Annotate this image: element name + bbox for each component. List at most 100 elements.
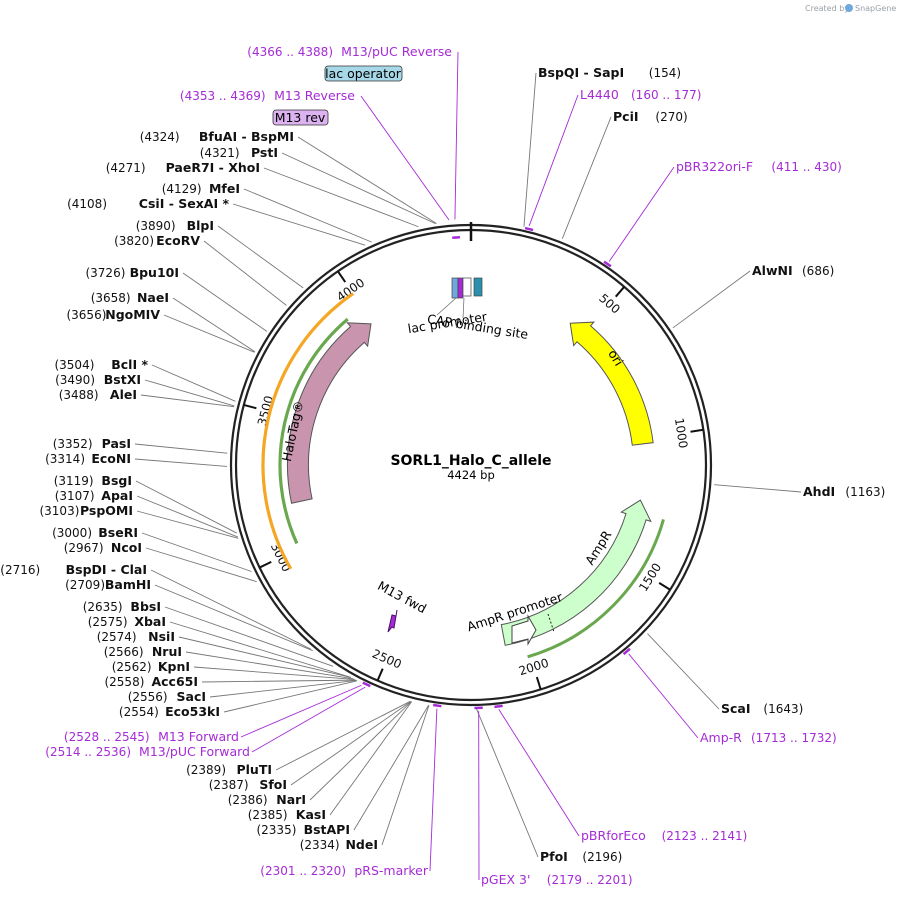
enzyme-name: NruI	[152, 644, 182, 659]
enzyme-name: BsgI	[101, 473, 132, 488]
tick-label: 500	[596, 291, 622, 317]
halotag-arrow	[287, 322, 372, 504]
m13-rev-tag-box	[272, 109, 329, 126]
enzyme-name: EcoNI	[91, 451, 131, 466]
m13-rev-tag[interactable]: M13 rev	[272, 109, 329, 126]
primer-name: L4440	[580, 87, 619, 102]
halotag-feature[interactable]: HaloTag®	[261, 292, 372, 570]
ori-feature[interactable]: ori	[569, 321, 654, 446]
leader-line	[608, 166, 675, 262]
enzyme-name: BbsI	[130, 599, 161, 614]
leader-line	[201, 679, 356, 683]
tick-mark	[376, 668, 384, 682]
enzyme-name: AleI	[110, 387, 137, 402]
lac-cluster[interactable]: lac promoter CAP binding site	[407, 277, 530, 342]
annotation-labels: BfuAI - BspMI(4324)PstI(4321)PaeR7I - Xh…	[0, 44, 885, 887]
snapgene-logo-icon	[845, 4, 853, 12]
enzyme-position: (3314)	[45, 452, 85, 466]
leader-line	[353, 705, 429, 831]
enzyme-name: BspQI - SapI	[538, 65, 624, 80]
primer-name: pGEX 3'	[481, 872, 530, 887]
primer-position: (4353 .. 4369)	[180, 89, 266, 103]
m13-fwd-feature[interactable]: M13 fwd	[375, 578, 429, 633]
primer-position: (411 .. 430)	[771, 160, 841, 174]
enzyme-name: SacI	[177, 689, 207, 704]
enzyme-position: (3352)	[53, 437, 93, 451]
ori-label: ori	[605, 347, 626, 369]
primer-site-mark	[524, 226, 534, 232]
enzyme-position: (4108)	[67, 197, 107, 211]
enzyme-position: (686)	[802, 264, 834, 278]
leader-line	[203, 240, 287, 306]
enzyme-name: BseRI	[98, 525, 138, 540]
leader-line	[523, 72, 537, 227]
leader-line	[144, 379, 235, 407]
leader-line	[360, 95, 450, 221]
m13-fwd-arrow	[387, 609, 398, 633]
enzyme-name: BclI *	[111, 357, 148, 372]
primer-name: M13 Reverse	[274, 88, 355, 103]
leader-line	[140, 394, 235, 408]
ampr-promoter-junction	[547, 613, 555, 633]
enzyme-position: (2566)	[104, 645, 144, 659]
leader-line	[178, 636, 352, 678]
leader-line	[672, 270, 751, 329]
leader-line	[243, 188, 372, 243]
leader-line	[476, 708, 539, 858]
primer-site-mark	[603, 260, 612, 268]
enzyme-position: (2558)	[104, 675, 144, 689]
primer-position: (2123 .. 2141)	[662, 829, 748, 843]
primer-site-mark	[622, 647, 631, 656]
enzyme-name: BamHI	[105, 577, 151, 592]
enzyme-name: NcoI	[111, 540, 142, 555]
enzyme-name: SfoI	[259, 777, 287, 792]
leader-line	[150, 569, 312, 650]
leader-line	[561, 116, 612, 239]
leader-line	[217, 225, 304, 289]
enzyme-name: NsiI	[148, 629, 175, 644]
leader-line	[151, 364, 236, 402]
enzyme-name: PluTI	[236, 762, 272, 777]
enzyme-position: (4321)	[200, 146, 240, 160]
cap-site-leader	[462, 297, 465, 319]
enzyme-position: (2335)	[256, 823, 296, 837]
enzyme-position: (2196)	[582, 850, 622, 864]
leader-line	[223, 680, 358, 713]
enzyme-position: (3504)	[54, 358, 94, 372]
leader-line	[185, 651, 354, 680]
leader-line	[136, 495, 239, 538]
m13-fwd-label: M13 fwd	[375, 578, 429, 616]
primer-position: (2514 .. 2536)	[45, 745, 131, 759]
enzyme-name: BspDI - ClaI	[66, 562, 147, 577]
enzyme-position: (2562)	[112, 660, 152, 674]
enzyme-name: BstXI	[104, 372, 141, 387]
enzyme-position: (2716)	[0, 563, 40, 577]
primer-site-mark	[433, 703, 442, 708]
primer-name: Amp-R	[700, 730, 742, 745]
primer-site-mark	[494, 704, 503, 709]
leader-line	[182, 272, 268, 332]
tick-label: 2500	[370, 647, 404, 672]
enzyme-position: (1163)	[845, 485, 885, 499]
leader-line	[381, 705, 430, 846]
enzyme-name: NaeI	[137, 290, 169, 305]
enzyme-position: (3658)	[91, 291, 131, 305]
leader-line	[172, 297, 256, 353]
primer-position: (4366 .. 4388)	[247, 45, 333, 59]
enzyme-name: BlpI	[187, 218, 214, 233]
ampr-primer-track	[527, 519, 665, 659]
tick-mark	[337, 270, 347, 283]
leader-line	[329, 701, 413, 816]
primer-name: M13/pUC Forward	[139, 744, 250, 759]
cap-binding-site-box	[451, 277, 459, 299]
leader-line	[429, 708, 438, 872]
enzyme-position: (4271)	[106, 161, 146, 175]
enzyme-position: (3890)	[136, 219, 176, 233]
enzyme-position: (1643)	[763, 702, 803, 716]
lac-operator-tag[interactable]: lac operator	[324, 65, 403, 82]
enzyme-position: (4324)	[140, 130, 180, 144]
enzyme-name: Bpu10I	[130, 265, 179, 280]
ori-arrow	[569, 321, 654, 446]
primer-name: pRS-marker	[354, 863, 429, 878]
plasmid-size: 4424 bp	[447, 468, 495, 482]
